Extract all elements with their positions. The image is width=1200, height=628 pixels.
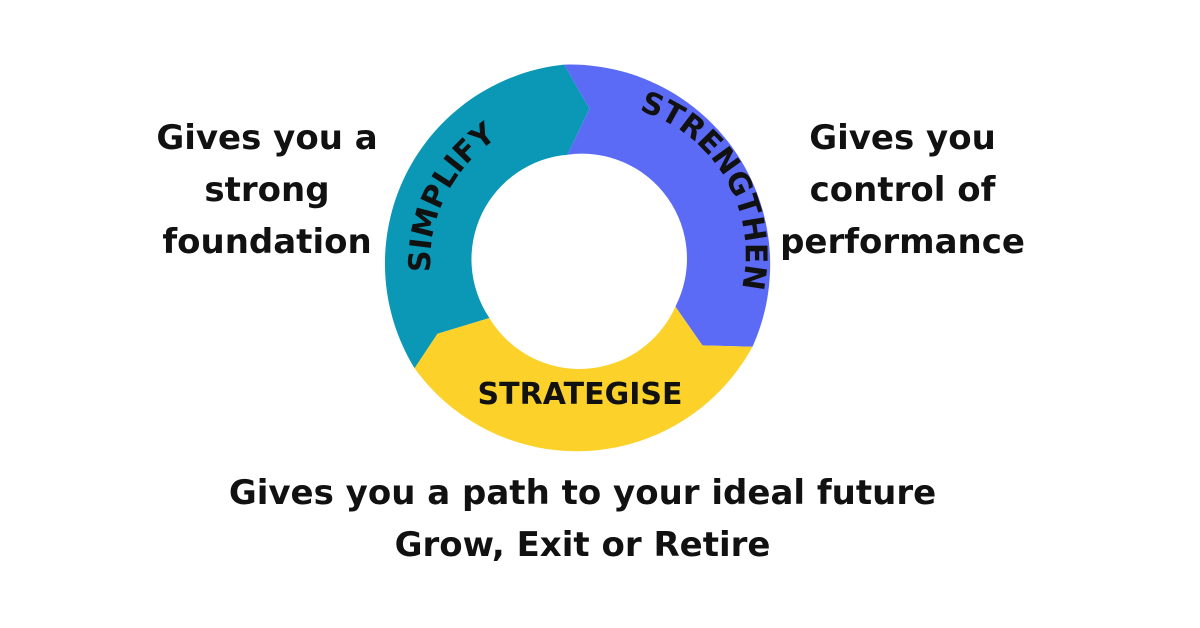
strengthen-segment [564,64,771,347]
simplify-segment [384,64,590,369]
strategise-label: STRATEGISE [478,377,683,412]
strengthen-caption: Gives you control of performance [770,112,1035,268]
strengthen-caption-line-3: performance [780,222,1025,262]
strategise-segment [414,306,753,452]
strategise-caption-line-2: Grow, Exit or Retire [394,525,771,565]
simplify-caption-line-3: foundation [162,222,372,262]
strategise-caption-line-1: Gives you a path to your ideal future [228,473,937,513]
simplify-caption: Gives you a strong foundation [137,112,397,268]
strengthen-caption-line-1: Gives you [809,118,996,158]
simplify-caption-line-1: Gives you a [156,118,378,158]
strengthen-caption-line-2: control of [809,170,996,210]
simplify-caption-line-2: strong [204,170,330,210]
strategise-caption: Gives you a path to your ideal future Gr… [200,467,965,571]
